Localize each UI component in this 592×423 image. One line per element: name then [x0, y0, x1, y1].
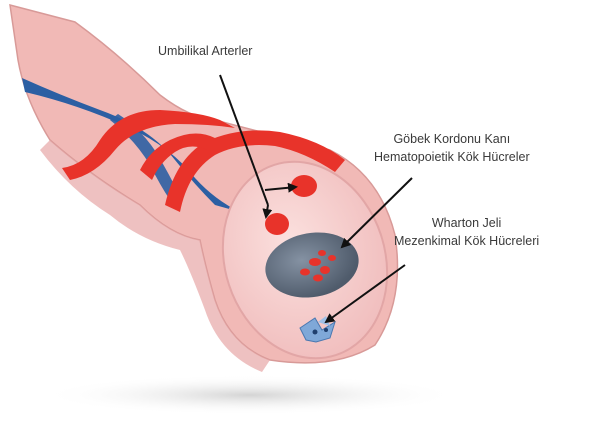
wharton-jelly-line1: Wharton Jeli	[394, 214, 539, 232]
cord-blood-line1: Göbek Kordonu Kanı	[374, 130, 530, 148]
umbilical-arteries-text: Umbilikal Arterler	[158, 42, 252, 60]
label-cord-blood: Göbek Kordonu Kanı Hematopoietik Kök Hüc…	[374, 130, 530, 166]
wharton-jelly-line2: Mezenkimal Kök Hücreleri	[394, 232, 539, 250]
cord-blood-line2: Hematopoietik Kök Hücreler	[374, 148, 530, 166]
label-wharton-jelly: Wharton Jeli Mezenkimal Kök Hücreleri	[394, 214, 539, 250]
label-umbilical-arteries: Umbilikal Arterler	[158, 42, 252, 60]
artery-lumen-2	[265, 213, 289, 235]
artery-lumen-1	[291, 175, 317, 197]
floor-shadow	[40, 375, 460, 415]
